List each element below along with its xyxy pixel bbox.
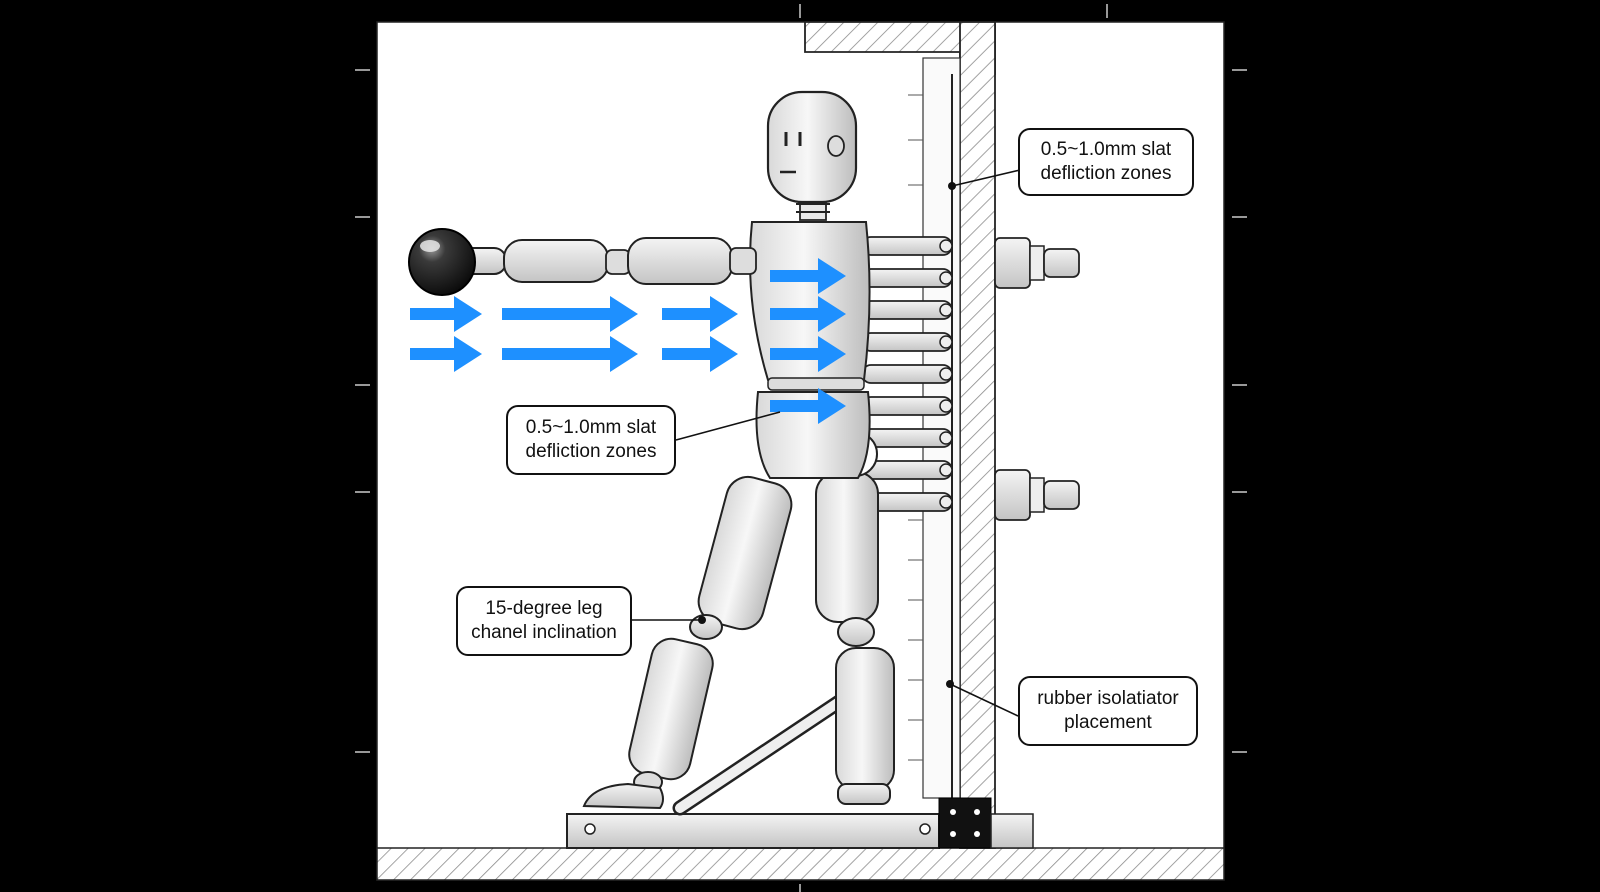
support-strut: [672, 680, 868, 816]
callout-rubber-isolator: rubber isolatiator placement: [1018, 676, 1198, 746]
callout-top-right-line1: 0.5~1.0mm slat: [1040, 139, 1172, 160]
wall-bolt-upper: [994, 237, 1080, 289]
force-arrow-icon: [770, 296, 846, 332]
force-arrow-icon: [410, 336, 482, 372]
slat-rod: [861, 300, 953, 320]
slat-stack: [861, 236, 953, 512]
hatched-wall: [959, 21, 996, 849]
callout-middle-left-line1: 0.5~1.0mm slat: [525, 417, 657, 438]
leader-lines: [632, 169, 1021, 717]
slat-end-cap: [939, 239, 953, 253]
slat-end-cap: [939, 271, 953, 285]
base-platform: [566, 813, 940, 849]
callout-leg-line1: 15-degree leg: [485, 598, 603, 619]
frame-ticks: [355, 4, 1247, 892]
force-arrow-icon: [770, 336, 846, 372]
slat-end-cap: [939, 303, 953, 317]
slat-end-cap: [939, 463, 953, 477]
callout-rubber-line1: rubber isolatiator: [1037, 688, 1179, 709]
slat-rod: [861, 332, 953, 352]
floor-hatch: [376, 847, 1225, 881]
slat-end-cap: [939, 399, 953, 413]
slat-end-cap: [939, 335, 953, 349]
rubber-isolator-block: [938, 797, 992, 849]
slat-end-cap: [939, 367, 953, 381]
force-arrow-icon: [410, 296, 482, 332]
force-arrows: [410, 258, 846, 424]
callout-top-right-line2: defliction zones: [1040, 163, 1172, 184]
slat-rod: [861, 364, 953, 384]
force-arrow-icon: [502, 336, 638, 372]
callout-rubber-line2: placement: [1064, 712, 1152, 733]
slat-rod: [861, 396, 953, 416]
force-arrow-icon: [770, 258, 846, 294]
force-arrow-icon: [662, 336, 738, 372]
slat-rod: [861, 236, 953, 256]
callout-leg-inclination: 15-degree leg chanel inclination: [456, 586, 632, 656]
force-arrow-icon: [502, 296, 638, 332]
slat-rod: [861, 268, 953, 288]
callout-middle-left: 0.5~1.0mm slat defliction zones: [506, 405, 676, 475]
callout-top-right: 0.5~1.0mm slat defliction zones: [1018, 128, 1194, 196]
callout-leg-line2: chanel inclination: [471, 622, 617, 643]
force-arrow-icon: [662, 296, 738, 332]
wall-bolt-lower: [994, 469, 1080, 521]
callout-middle-left-line2: defliction zones: [525, 441, 657, 462]
mannequin-figure: [408, 90, 895, 810]
slat-end-cap: [939, 495, 953, 509]
force-arrow-icon: [770, 388, 846, 424]
ruler-strip: [922, 57, 961, 799]
slat-end-cap: [939, 431, 953, 445]
impact-ball-icon: [408, 228, 476, 296]
